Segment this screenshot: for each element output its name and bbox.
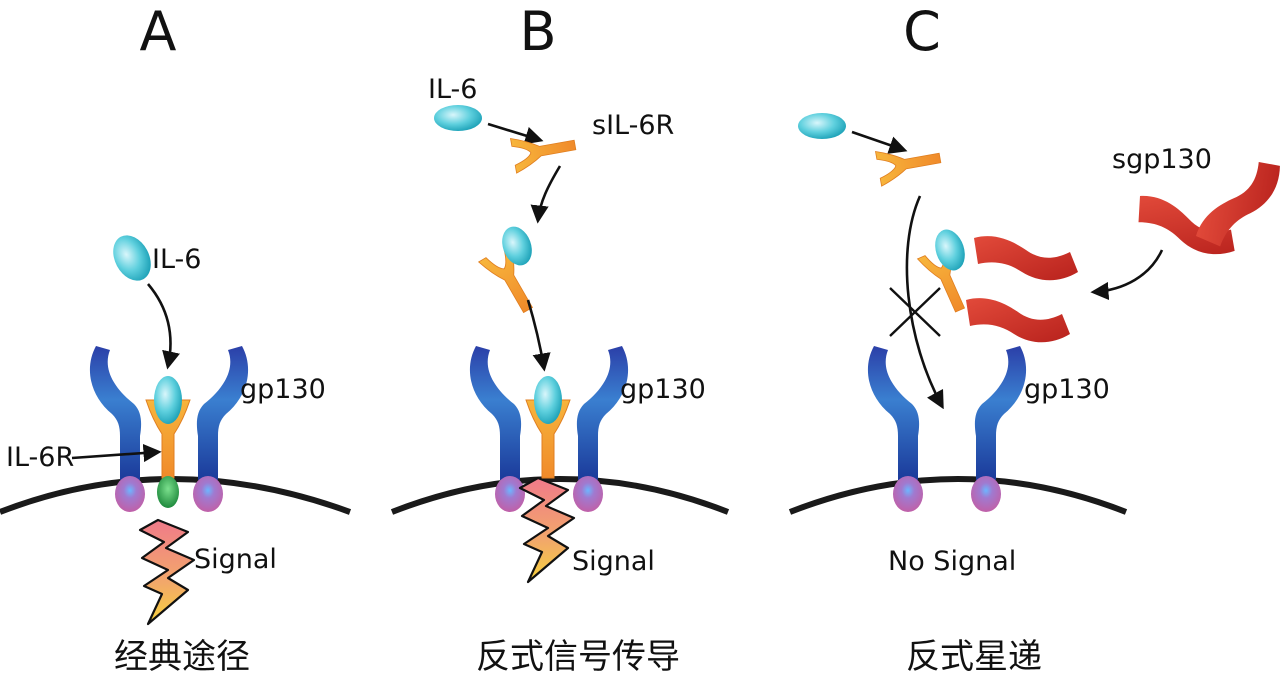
- panel-c: sgp130 gp130 No Signal: [788, 113, 1280, 577]
- sgp130-label: sgp130: [1112, 144, 1212, 175]
- gp130-left-a: [89, 346, 142, 480]
- il6-sil6r-complex-c: [917, 229, 977, 318]
- cell-membrane-c: [788, 476, 1128, 515]
- anchor-right-a: [193, 476, 223, 512]
- anchor-left-c: [893, 476, 923, 512]
- il6-sil6r-complex: [478, 226, 545, 320]
- arrow-complex-to-membrane: [526, 299, 551, 372]
- arrow-il6-to-sil6r: [487, 122, 544, 145]
- arrow-sil6r-complex: [530, 165, 562, 224]
- gp130-label-b: gp130: [620, 374, 706, 405]
- caption-b: 反式信号传导: [476, 637, 680, 677]
- il6-free-a: [113, 235, 151, 281]
- gp130-right-c: [975, 346, 1026, 480]
- sil6r-free-c: [875, 140, 944, 187]
- il6-label-b: IL-6: [428, 74, 477, 105]
- gp130-left-b: [469, 346, 522, 480]
- caption-a: 经典途径: [114, 637, 250, 677]
- panel-letter-b: B: [519, 0, 556, 63]
- gp130-left-c: [867, 346, 920, 480]
- signal-bolt-a: [138, 518, 196, 626]
- caption-c: 反式星递: [906, 637, 1042, 677]
- anchor-right-c: [971, 476, 1001, 512]
- sil6r-label: sIL-6R: [592, 110, 674, 141]
- il6-free-b: [434, 105, 482, 131]
- panel-b: IL-6 sIL-6R gp130 Si: [390, 74, 730, 584]
- il6-free-c: [798, 113, 846, 139]
- il6r-pointer-a: [71, 443, 162, 463]
- gp130-label-c: gp130: [1024, 374, 1110, 405]
- panel-a: IL-6 gp130 IL-6R Signal: [0, 235, 352, 626]
- no-signal-label-c: No Signal: [888, 546, 1016, 577]
- arrow-il6-to-sil6r-c: [851, 130, 908, 154]
- gp130-right-a: [197, 346, 248, 480]
- panel-letter-a: A: [140, 0, 177, 63]
- il6-label-a: IL-6: [152, 244, 201, 275]
- blocked-arrow-c: [905, 195, 944, 410]
- panel-letter-c: C: [903, 0, 941, 63]
- anchor-right-b: [573, 476, 603, 512]
- gp130-label-a: gp130: [240, 374, 326, 405]
- il6-bound-a: [154, 376, 182, 424]
- anchor-left-b: [495, 476, 525, 512]
- block-cross-c: [889, 287, 941, 337]
- arrow-sgp130-binding: [1090, 249, 1164, 301]
- binding-arrow-a: [147, 283, 180, 370]
- anchor-left-a: [115, 476, 145, 512]
- anchor-center-a: [157, 476, 179, 508]
- il6-bound-b: [534, 376, 562, 424]
- cell-membrane-b: [390, 476, 730, 515]
- signal-bolt-b: [518, 476, 576, 584]
- signal-label-b: Signal: [572, 546, 655, 577]
- sgp130-bound-c: [966, 236, 1078, 343]
- gp130-right-b: [577, 346, 628, 480]
- il6r-label-a: IL-6R: [6, 442, 74, 473]
- signal-label-a: Signal: [194, 544, 277, 575]
